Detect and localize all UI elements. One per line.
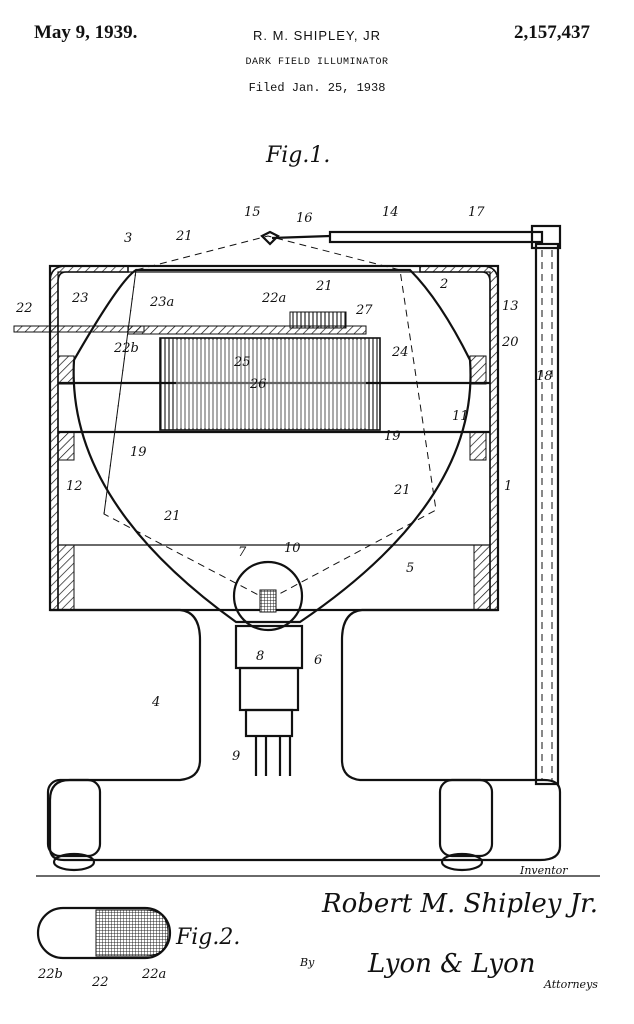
housing [48, 264, 500, 612]
condenser-cylinder [159, 337, 381, 431]
filed-date: Filed Jan. 25, 1938 [248, 81, 386, 95]
inventor-header: R. M. SHIPLEY, JR [252, 28, 381, 43]
ref-19: 19 [130, 445, 147, 460]
ref-19-b: 19 [384, 429, 401, 444]
ref-22a-fig2: 22a [141, 967, 166, 982]
ref-10: 10 [284, 541, 301, 556]
fig1-label: Fig.1. [265, 143, 330, 168]
reflector-upper [73, 268, 471, 361]
ref-21-d: 21 [163, 509, 181, 524]
ref-26: 26 [249, 377, 267, 392]
ref-5: 5 [406, 561, 414, 576]
ref-13: 13 [502, 299, 519, 314]
ref-4: 4 [151, 695, 160, 710]
ref-6: 6 [314, 653, 322, 668]
ref-12: 12 [66, 479, 83, 494]
patent-date: May 9, 1939. [34, 22, 138, 43]
patent-number: 2,157,437 [514, 22, 590, 43]
ref-15: 15 [244, 205, 261, 220]
inventor-signature: Robert M. Shipley Jr. [321, 889, 598, 919]
ref-1: 1 [504, 479, 512, 494]
attorneys-signature: Lyon & Lyon [367, 949, 535, 979]
ref-8: 8 [256, 649, 264, 664]
ref-18: 18 [536, 369, 553, 384]
patent-title: DARK FIELD ILLUMINATOR [245, 57, 389, 68]
ref-21: 21 [175, 229, 193, 244]
slide [13, 325, 145, 333]
attorneys-label: Attorneys [543, 978, 598, 991]
ref-21-c: 21 [393, 483, 411, 498]
knob [289, 311, 347, 329]
ref-21-b: 21 [315, 279, 333, 294]
ref-22b-fig2: 22b [37, 967, 63, 982]
light-paths [103, 235, 437, 601]
support-arm [260, 224, 562, 786]
ref-14: 14 [382, 205, 399, 220]
ref-24: 24 [391, 345, 409, 360]
ref-23: 23 [71, 291, 89, 306]
ref-27: 27 [355, 303, 373, 318]
ref-17: 17 [468, 205, 485, 220]
reflector-bowl [72, 359, 472, 624]
ref-20: 20 [501, 335, 519, 350]
ref-7: 7 [238, 545, 247, 560]
inventor-label: Inventor [519, 864, 568, 877]
ref-22-fig2: 22 [91, 975, 109, 990]
ref-16: 16 [296, 211, 313, 226]
ref-25: 25 [233, 355, 251, 370]
ref-9: 9 [232, 749, 240, 764]
fig2-label: Fig.2. [175, 925, 240, 950]
ref-11: 11 [452, 409, 469, 424]
ref-22: 22 [15, 301, 33, 316]
ref-22a: 22a [261, 291, 286, 306]
ref-2: 2 [439, 277, 448, 292]
ref-22b: 22b [113, 341, 139, 356]
fig2-drawing: Fig.2. 22b 22 22a [36, 906, 240, 990]
lamp [232, 560, 304, 776]
base-stand [48, 608, 562, 862]
ref-3: 3 [124, 231, 132, 246]
by-label: By [299, 956, 315, 969]
signature-block: Inventor Robert M. Shipley Jr. By Lyon &… [299, 864, 598, 991]
reference-numerals: 3 21 15 16 14 17 2 21 22 23 23a 22a 27 1… [15, 205, 553, 764]
ref-23a: 23a [149, 295, 174, 310]
